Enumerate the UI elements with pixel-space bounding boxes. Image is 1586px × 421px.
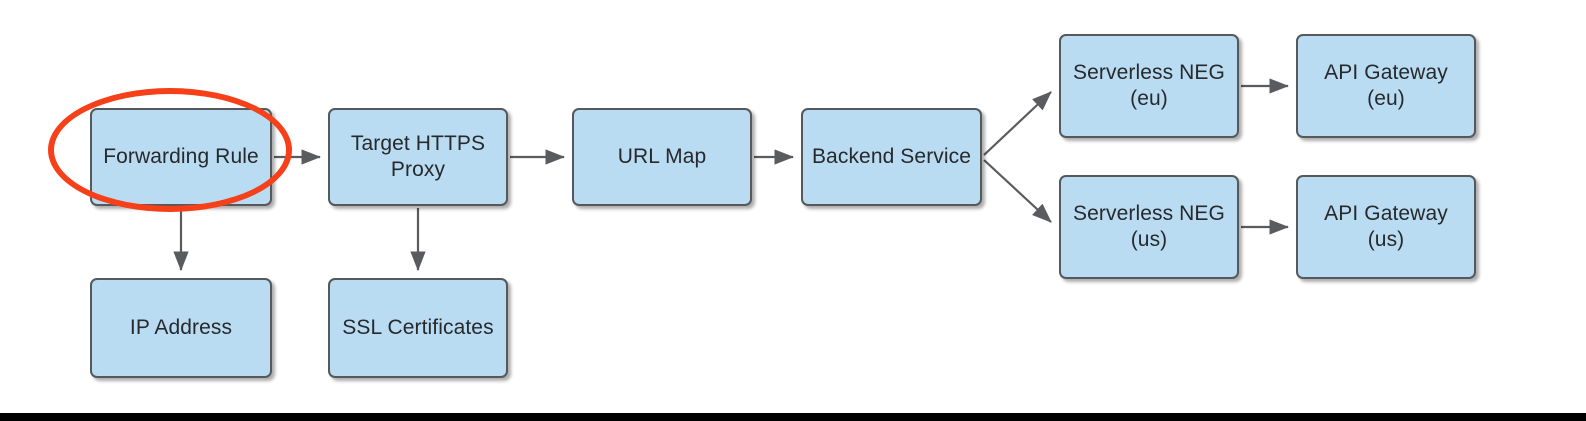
node-api-gateway-us[interactable]: API Gateway (us) bbox=[1296, 175, 1476, 279]
node-label: SSL Certificates bbox=[342, 315, 494, 339]
node-url-map[interactable]: URL Map bbox=[572, 108, 752, 206]
edge-backend-service-to-serverless-neg-eu bbox=[983, 91, 1052, 156]
node-serverless-neg-eu[interactable]: Serverless NEG (eu) bbox=[1059, 34, 1239, 138]
bottom-black-bar bbox=[0, 413, 1586, 421]
node-api-gateway-eu[interactable]: API Gateway (eu) bbox=[1296, 34, 1476, 138]
node-backend-service[interactable]: Backend Service bbox=[801, 108, 982, 206]
node-ssl-certificates[interactable]: SSL Certificates bbox=[328, 278, 508, 378]
node-target-https-proxy[interactable]: Target HTTPS Proxy bbox=[328, 108, 508, 206]
node-serverless-neg-us[interactable]: Serverless NEG (us) bbox=[1059, 175, 1239, 279]
node-label: API Gateway (eu) bbox=[1324, 60, 1448, 110]
node-label: URL Map bbox=[617, 144, 707, 168]
node-label: IP Address bbox=[129, 315, 233, 339]
node-label: Serverless NEG (eu) bbox=[1073, 60, 1225, 110]
node-label: Backend Service bbox=[811, 144, 972, 168]
edge-backend-service-to-serverless-neg-us bbox=[983, 159, 1052, 223]
node-label: API Gateway (us) bbox=[1324, 201, 1448, 251]
node-label: Forwarding Rule bbox=[103, 144, 259, 168]
node-forwarding-rule[interactable]: Forwarding Rule bbox=[90, 108, 272, 206]
node-label: Target HTTPS Proxy bbox=[350, 131, 486, 181]
node-ip-address[interactable]: IP Address bbox=[90, 278, 272, 378]
node-label: Serverless NEG (us) bbox=[1073, 201, 1225, 251]
